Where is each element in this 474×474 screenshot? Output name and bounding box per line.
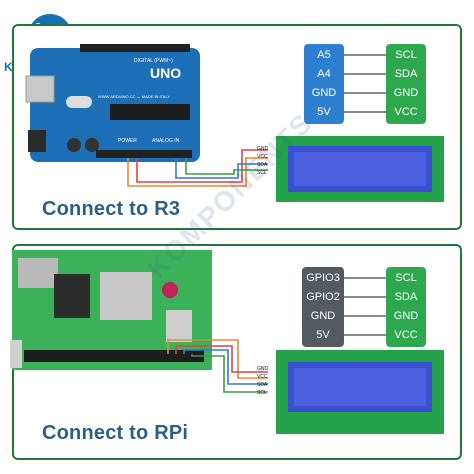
r3-board-pin-group <box>304 44 344 124</box>
rpi-mapping-lines <box>343 277 387 336</box>
r3-pin-a4: A4 <box>317 67 331 80</box>
rpi-lcd-pin-group <box>386 267 426 347</box>
rpi-lcd-pin-sda: SDA <box>257 382 268 388</box>
rpi-lcd-pin-scl: SCL <box>257 390 267 396</box>
rpi-pin-gpio3: GPIO3 <box>306 271 340 284</box>
r3-pin-a5: A5 <box>317 48 331 61</box>
rpi-caption: Connect to RPi <box>42 422 189 444</box>
rpi-lcd-scl: SCL <box>395 271 417 284</box>
rpi-board-pin-group <box>302 267 344 347</box>
rpi-lcd-vcc: VCC <box>394 328 418 341</box>
rpi-lcd-sda: SDA <box>394 290 418 303</box>
rpi-pin-5v: 5V <box>316 328 330 341</box>
r3-lcd-pin-scl: SCL <box>257 170 267 176</box>
arduino-power-label: POWER <box>118 138 137 144</box>
rpi-lcd-pin-vcc: VCC <box>257 374 268 380</box>
r3-lcd-scl: SCL <box>395 48 417 61</box>
lcd-module-r3 <box>276 136 444 202</box>
rpi-pin-gnd: GND <box>310 309 336 322</box>
arduino-analog-label: ANALOG IN <box>152 138 180 144</box>
arduino-site-label: WWW.ARDUINO.CC — MADE IN ITALY <box>98 94 170 99</box>
arduino-digital-label: DIGITAL (PWM~) <box>134 58 173 64</box>
r3-wires <box>127 149 268 187</box>
lcd-module-rpi <box>276 350 444 434</box>
rpi-pin-gpio2: GPIO2 <box>306 290 340 303</box>
r3-lcd-pin-group <box>386 44 426 124</box>
rpi-wires <box>167 339 268 393</box>
r3-lcd-gnd: GND <box>393 86 419 99</box>
r3-caption: Connect to R3 <box>42 198 181 220</box>
r3-pin-5v: 5V <box>317 105 331 118</box>
rpi-lcd-gnd: GND <box>393 309 419 322</box>
rpi-board <box>10 250 212 370</box>
r3-lcd-pin-gnd: GND <box>257 146 269 152</box>
arduino-board <box>25 44 200 162</box>
r3-lcd-vcc: VCC <box>394 105 418 118</box>
rpi-lcd-pin-gnd: GND <box>257 366 269 372</box>
r3-mapping-lines <box>343 54 387 113</box>
r3-lcd-sda: SDA <box>394 67 418 80</box>
r3-pin-gnd: GND <box>311 86 337 99</box>
r3-lcd-pin-vcc: VCC <box>257 154 268 160</box>
arduino-brand-label: UNO <box>150 65 181 81</box>
r3-lcd-pin-sda: SDA <box>257 162 268 168</box>
